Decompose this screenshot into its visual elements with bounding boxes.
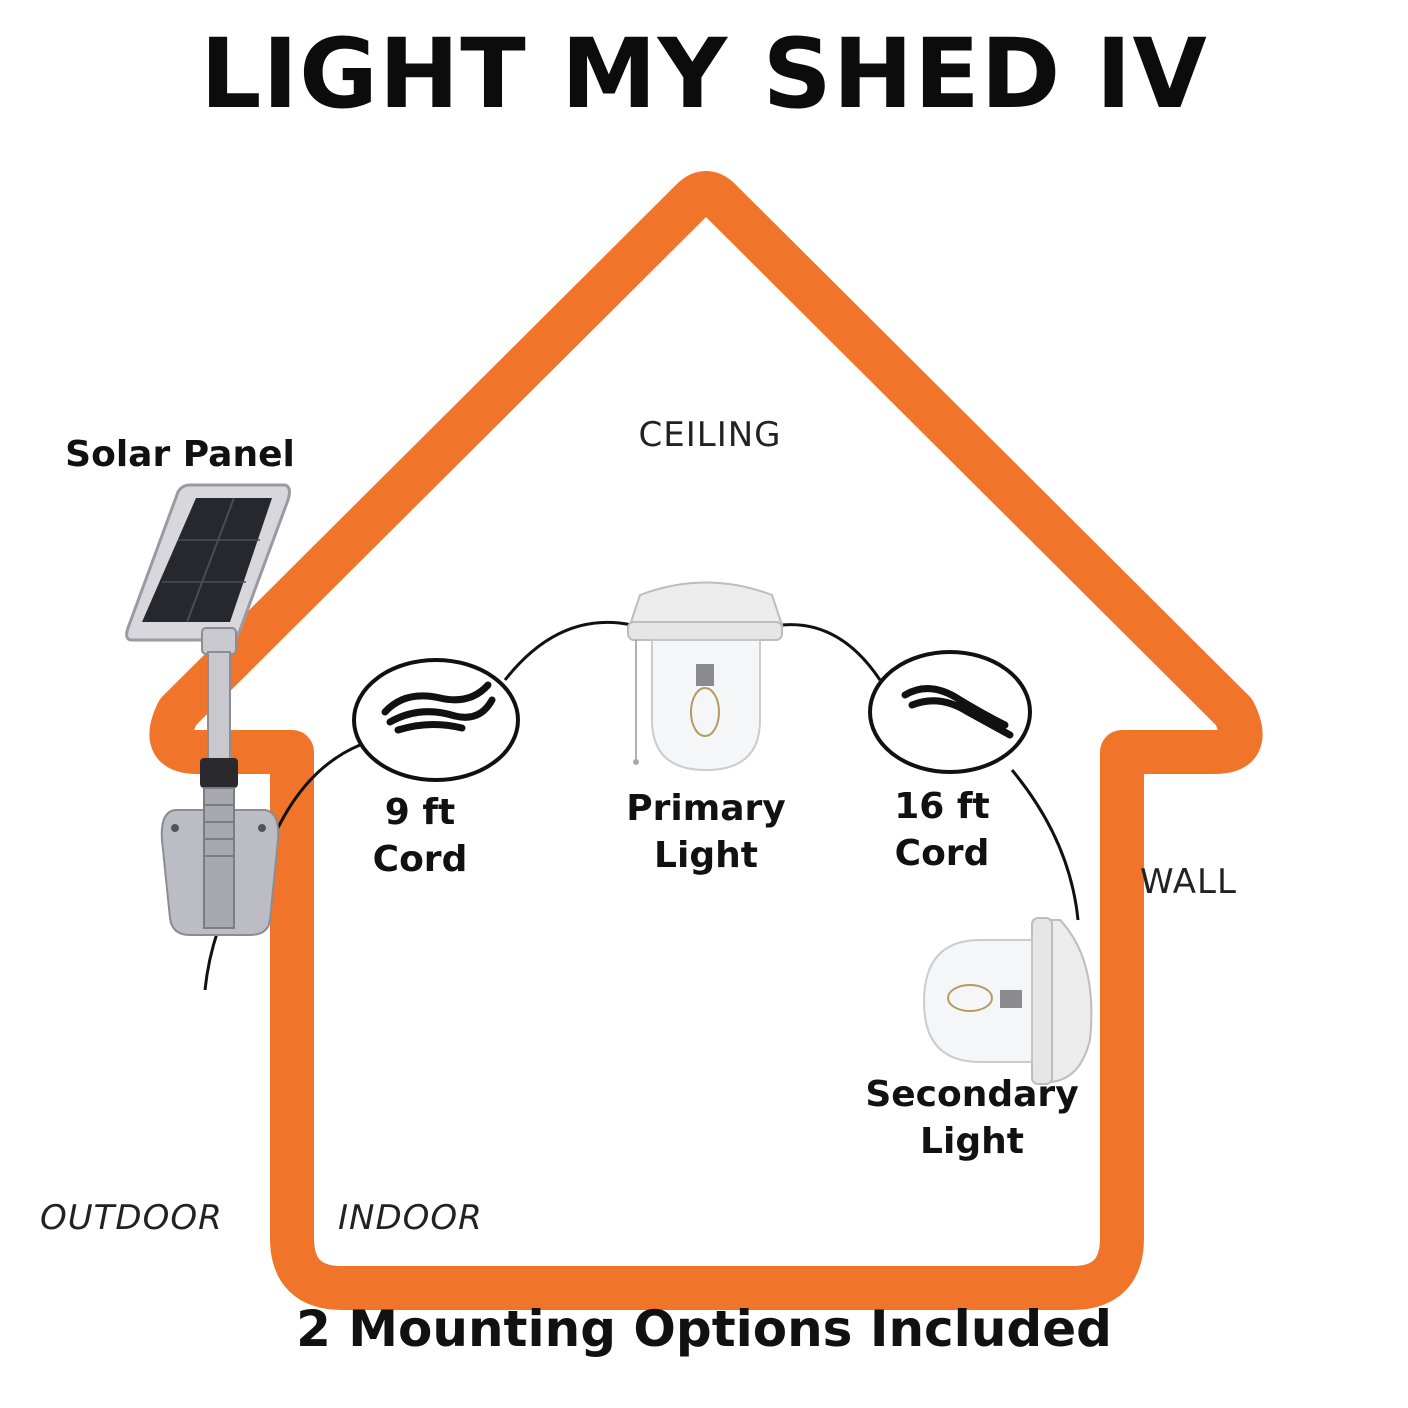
primary-light-icon bbox=[627, 581, 784, 772]
house-outline bbox=[149, 171, 1263, 1310]
primary-light-label: Primary Light bbox=[606, 786, 806, 880]
primary-light-line1: Primary bbox=[626, 788, 786, 829]
cord-16ft-icon bbox=[868, 650, 1032, 774]
solar-panel-label: Solar Panel bbox=[65, 434, 295, 475]
secondary-light-label: Secondary Light bbox=[852, 1072, 1092, 1166]
cord-9ft-icon bbox=[352, 658, 520, 782]
page-title: LIGHT MY SHED IV bbox=[200, 18, 1208, 130]
cord-9ft-to-primary bbox=[503, 620, 633, 681]
footer-caption: 2 Mounting Options Included bbox=[296, 1300, 1112, 1358]
secondary-light-icon bbox=[922, 917, 1093, 1085]
cord-16ft-to-secondary bbox=[1010, 769, 1080, 921]
primary-light-line2: Light bbox=[654, 834, 758, 876]
indoor-label: INDOOR bbox=[338, 1198, 483, 1238]
secondary-light-line2: Light bbox=[920, 1120, 1024, 1162]
cord-9ft-label: 9 ft Cord bbox=[340, 790, 500, 884]
cord-primary-to-16ft bbox=[781, 623, 882, 681]
outdoor-label: OUTDOOR bbox=[40, 1198, 223, 1238]
ceiling-label: CEILING bbox=[638, 415, 782, 455]
wall-label: WALL bbox=[1140, 862, 1237, 902]
secondary-light-line1: Secondary bbox=[865, 1074, 1079, 1115]
cord-solar-down bbox=[203, 929, 220, 991]
cord-9ft-line2: Cord bbox=[372, 838, 468, 880]
cord-16ft-label: 16 ft Cord bbox=[862, 784, 1022, 878]
cord-9ft-line1: 9 ft bbox=[384, 792, 456, 833]
cord-16ft-line2: Cord bbox=[894, 832, 990, 874]
solar-panel-icon bbox=[125, 483, 291, 936]
cord-16ft-line1: 16 ft bbox=[894, 786, 990, 827]
